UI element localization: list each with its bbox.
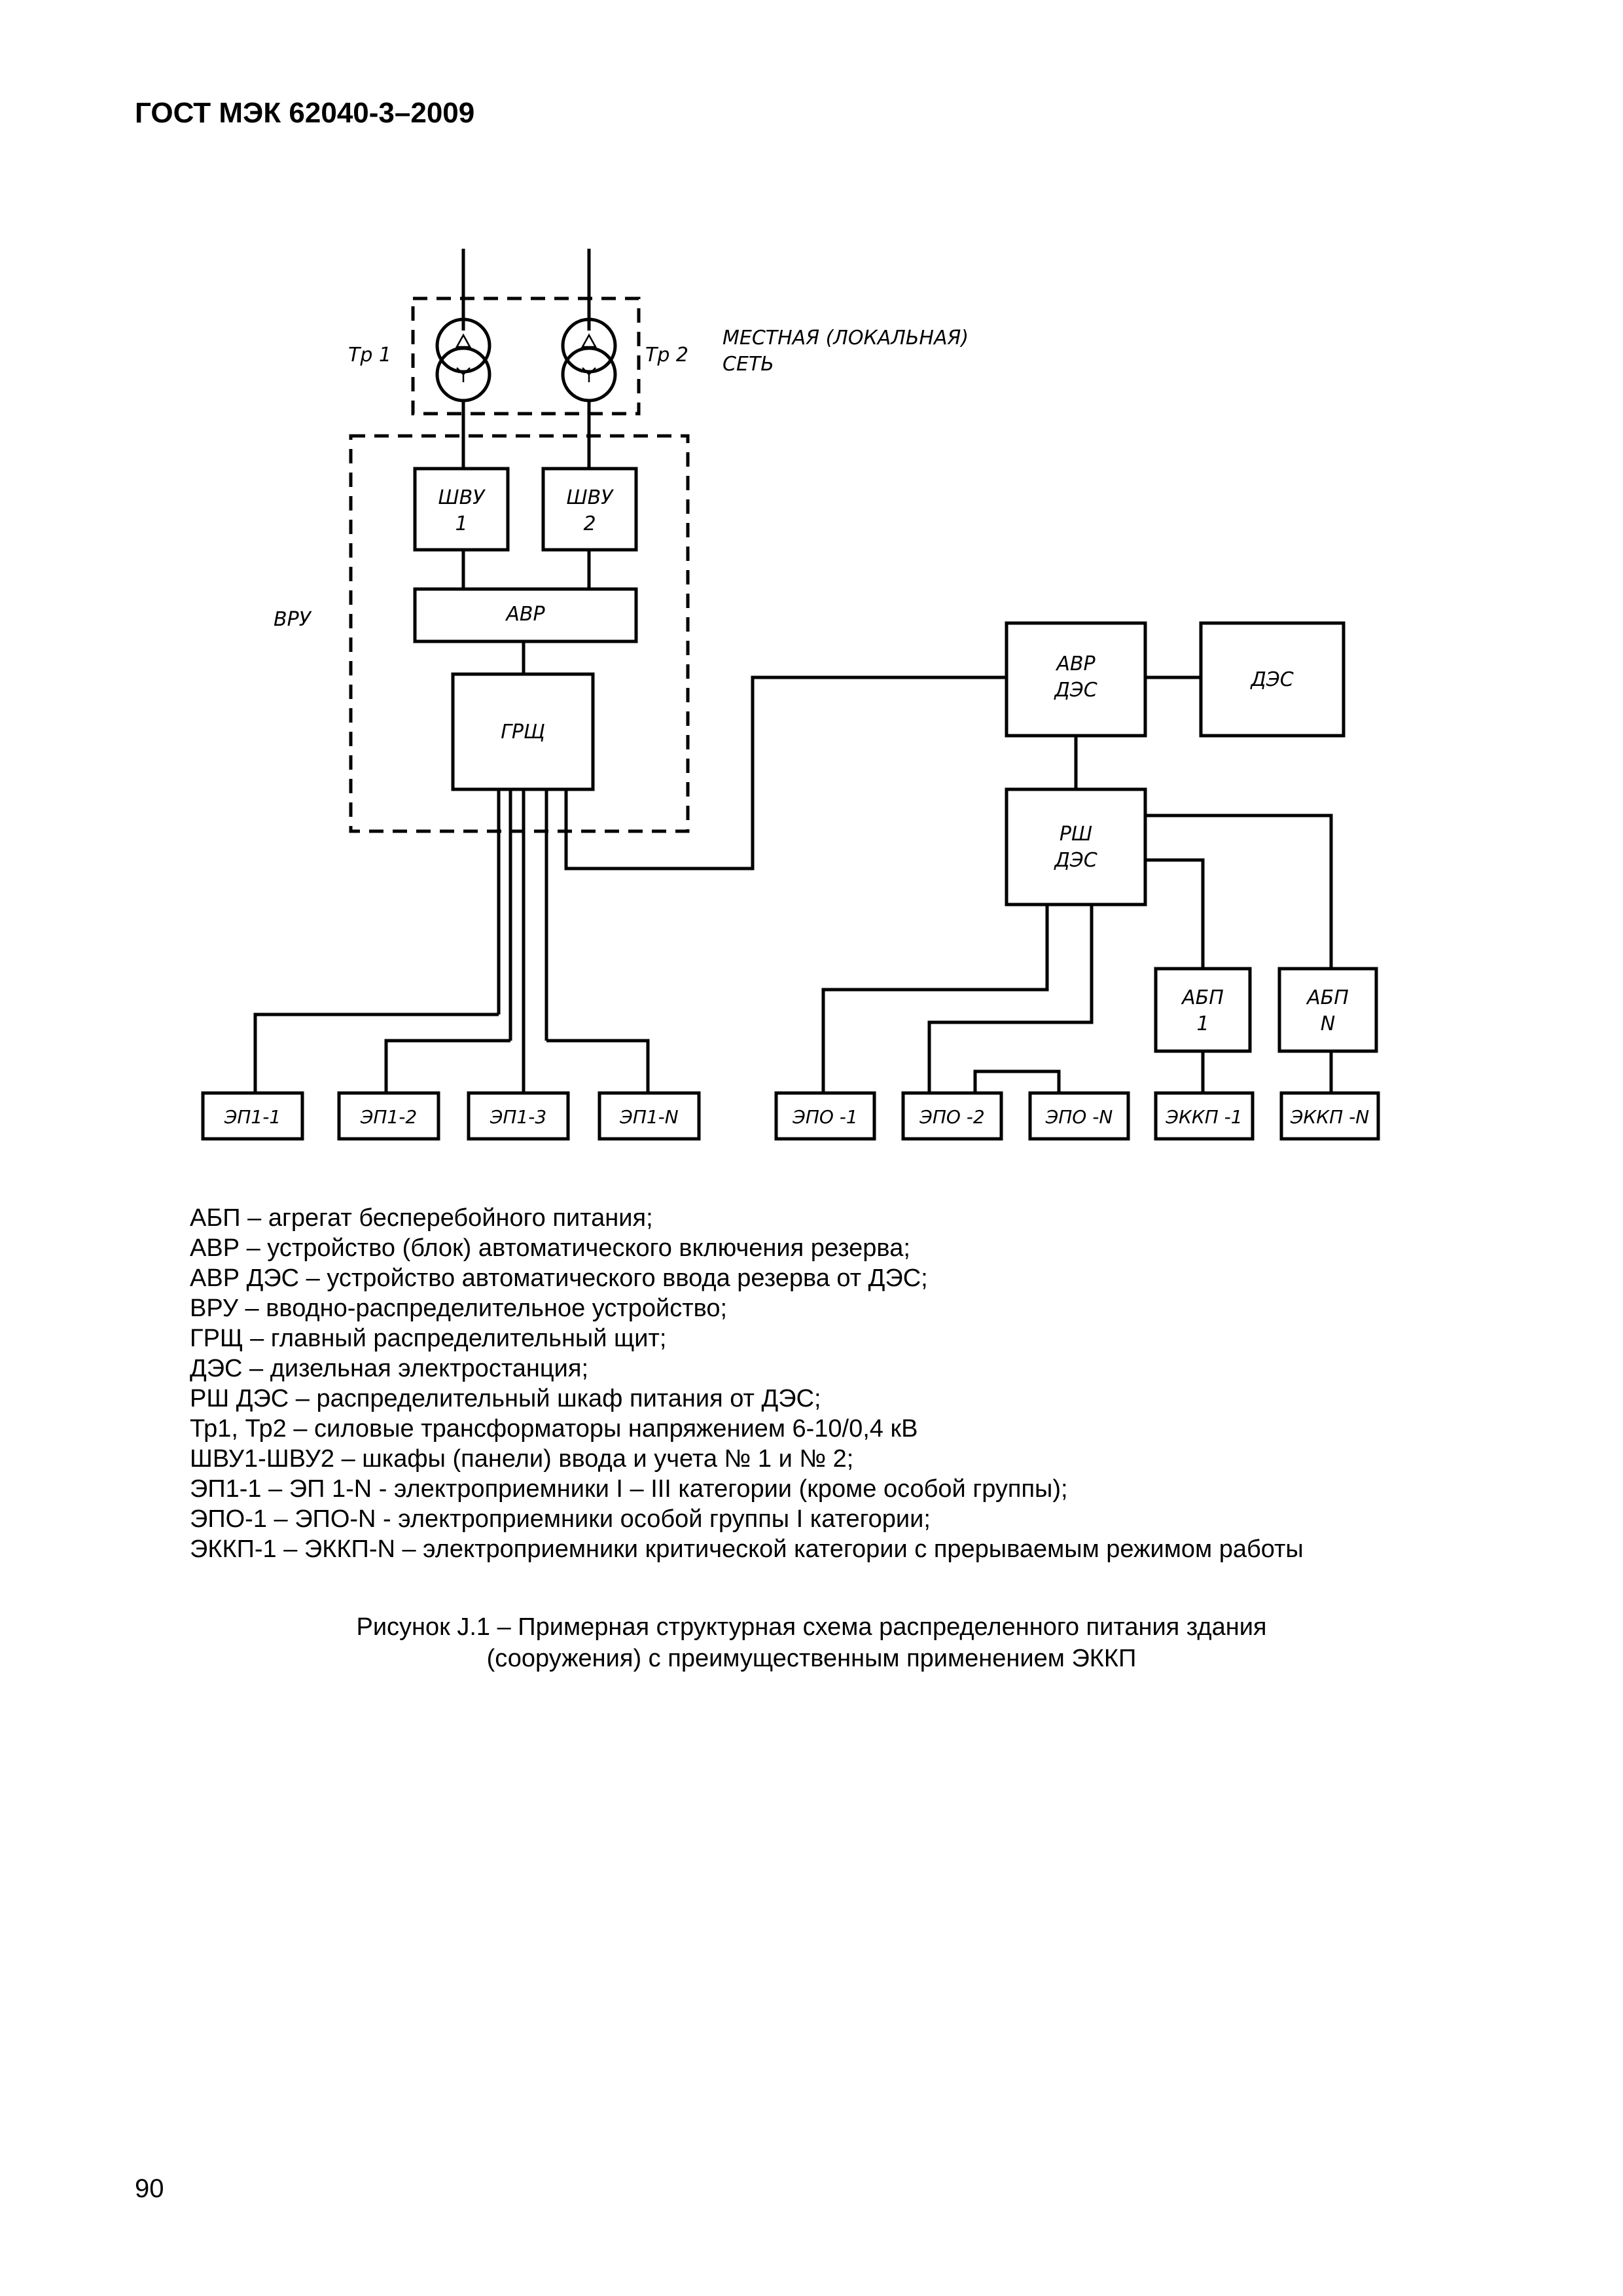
tr1-label: Тр 1 xyxy=(348,344,391,367)
legend-item: АБП – агрегат бесперебойного питания; xyxy=(190,1204,653,1232)
ep1-N-box xyxy=(597,1091,701,1141)
ep1-N-label: ЭП1-N xyxy=(619,1106,679,1128)
transformer-1-primary-winding xyxy=(435,317,491,374)
legend-item: АВР – устройство (блок) автоматического … xyxy=(190,1234,910,1262)
ep1-3-label: ЭП1-3 xyxy=(490,1106,546,1128)
ep1-1-box xyxy=(201,1091,304,1141)
shvu-1-label-a: ШВУ xyxy=(438,486,486,509)
avr-box xyxy=(413,587,638,643)
ekkp-1-label: ЭККП -1 xyxy=(1165,1106,1242,1128)
avr-label: АВР xyxy=(505,603,545,626)
shvu-1-label-b: 1 xyxy=(455,512,467,535)
page-number: 90 xyxy=(135,2174,164,2203)
ekkp-N-label: ЭККП -N xyxy=(1290,1106,1369,1128)
rsh-des-label-b: ДЭС xyxy=(1053,849,1097,872)
des-box xyxy=(1199,621,1346,738)
figure-caption: Рисунок J.1 – Примерная структурная схем… xyxy=(0,1611,1623,1674)
standard-header: ГОСТ МЭК 62040-3–2009 xyxy=(135,97,475,129)
abp-1-label-b: 1 xyxy=(1196,1013,1209,1035)
shvu-2-label-b: 2 xyxy=(583,512,596,535)
caption-line-1: Рисунок J.1 – Примерная структурная схем… xyxy=(356,1613,1267,1641)
rsh-des-box xyxy=(1005,787,1147,906)
tr2-label: Тр 2 xyxy=(645,344,688,367)
epo-2-label: ЭПО -2 xyxy=(919,1106,984,1128)
network-label-line2: СЕТЬ xyxy=(722,353,774,376)
epo-2-box xyxy=(901,1091,1003,1141)
caption-line-2: (сооружения) с преимущественным применен… xyxy=(486,1645,1137,1672)
ep1-1-label: ЭП1-1 xyxy=(224,1106,281,1128)
abp-1-label-a: АБП xyxy=(1181,986,1224,1009)
delta-winding-symbol-2 xyxy=(580,333,597,348)
ep1-3-box xyxy=(467,1091,570,1141)
grsch-label: ГРЩ xyxy=(501,721,545,744)
avr-des-label-b: ДЭС xyxy=(1053,679,1097,702)
shvu-1-box xyxy=(413,467,510,552)
abbreviation-legend: АБП – агрегат бесперебойного питания; АВ… xyxy=(190,1203,1304,1564)
epo-N-box xyxy=(1028,1091,1130,1141)
epo-1-box xyxy=(774,1091,876,1141)
abp-N-box xyxy=(1277,967,1378,1053)
legend-item: ВРУ – вводно-распределительное устройств… xyxy=(190,1295,728,1322)
legend-item: Тр1, Тр2 – силовые трансформаторы напряж… xyxy=(190,1415,918,1443)
abp-N-label-b: N xyxy=(1321,1013,1335,1035)
ekkp-1-box xyxy=(1154,1091,1255,1141)
legend-item: РШ ДЭС – распределительный шкаф питания … xyxy=(190,1385,821,1412)
vru-boundary xyxy=(349,434,690,833)
legend-item: АВР ДЭС – устройство автоматического вво… xyxy=(190,1265,928,1292)
shvu-2-label-a: ШВУ xyxy=(567,486,615,509)
legend-item: ЭП1-1 – ЭП 1-N - электроприемники I – II… xyxy=(190,1475,1068,1503)
network-label-line1: МЕСТНАЯ (ЛОКАЛЬНАЯ) xyxy=(722,327,969,350)
legend-item: ГРЩ – главный распределительный щит; xyxy=(190,1325,667,1352)
shvu-2-box xyxy=(541,467,638,552)
power-distribution-diagram: Тр 1 Тр 2 МЕСТНАЯ (ЛОКАЛЬНАЯ) СЕТЬ ВРУ Ш… xyxy=(201,249,1380,1141)
rsh-des-label-a: РШ xyxy=(1060,823,1092,846)
legend-item: ЭККП-1 – ЭККП-N – электроприемники крити… xyxy=(190,1535,1304,1563)
avr-des-label-a: АВР xyxy=(1055,653,1096,675)
epo-N-label: ЭПО -N xyxy=(1045,1106,1113,1128)
ekkp-N-box xyxy=(1279,1091,1380,1141)
transformer-2-primary-winding xyxy=(561,317,617,374)
ep1-2-label: ЭП1-2 xyxy=(360,1106,417,1128)
des-label: ДЭС xyxy=(1249,668,1293,691)
abp-1-box xyxy=(1154,967,1252,1053)
epo-1-label: ЭПО -1 xyxy=(792,1106,857,1128)
abp-N-label-a: АБП xyxy=(1306,986,1349,1009)
legend-item: ЭПО-1 – ЭПО-N - электроприемники особой … xyxy=(190,1505,931,1533)
vru-label: ВРУ xyxy=(274,608,312,631)
legend-item: ШВУ1-ШВУ2 – шкафы (панели) ввода и учета… xyxy=(190,1445,854,1473)
local-network-boundary xyxy=(411,296,641,416)
ep1-2-box xyxy=(337,1091,440,1141)
delta-winding-symbol-1 xyxy=(455,333,472,348)
legend-item: ДЭС – дизельная электростанция; xyxy=(190,1355,589,1382)
